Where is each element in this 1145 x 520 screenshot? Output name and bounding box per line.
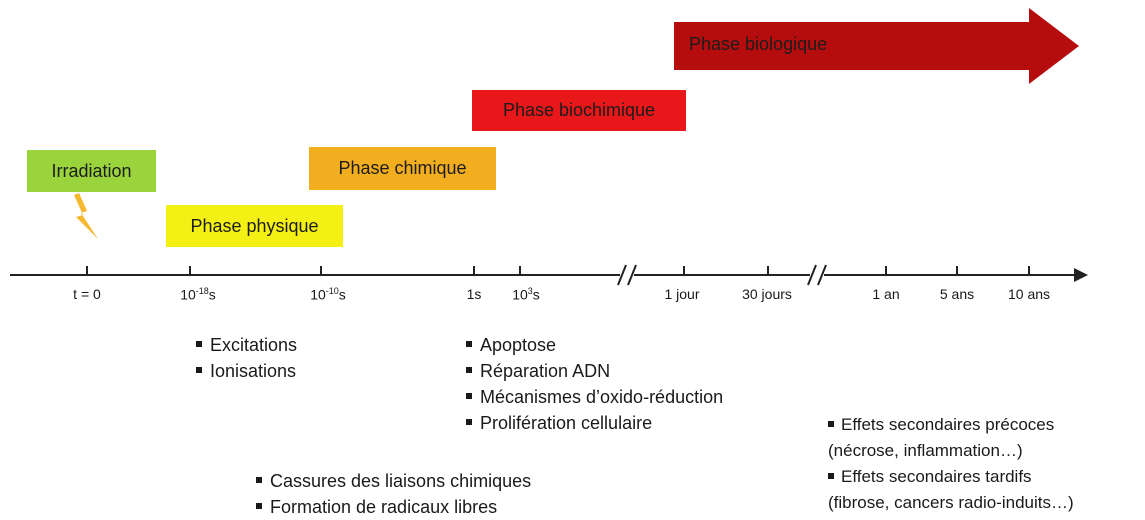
tick-label-10ans: 10 ans: [1007, 286, 1051, 302]
chimique-effects-list: Cassures des liaisons chimiques Formatio…: [256, 468, 531, 520]
axis-break-2: [807, 263, 827, 287]
effect-title: Effets secondaires précoces: [828, 412, 1074, 438]
biologique-effects-list: Effets secondaires précoces (nécrose, in…: [828, 412, 1074, 516]
phase-chimique-box: Phase chimique: [309, 147, 496, 190]
effect-detail: (fibrose, cancers radio-induits…): [828, 493, 1074, 512]
biochimique-effects-list: Apoptose Réparation ADN Mécanismes d’oxi…: [466, 332, 723, 436]
list-item: Mécanismes d’oxido-réduction: [466, 384, 723, 410]
phase-biochimique-label: Phase biochimique: [502, 100, 656, 120]
phase-biologique-arrow: [674, 8, 1079, 84]
list-item: Cassures des liaisons chimiques: [256, 468, 531, 494]
timeline-arrowhead: [1074, 268, 1088, 282]
effect-detail: (nécrose, inflammation…): [828, 441, 1023, 460]
tick-label-1jour: 1 jour: [664, 286, 700, 302]
tick-label-1e3s: 103s: [512, 286, 540, 303]
phase-biologique-label: Phase biologique: [689, 34, 828, 54]
tick-label-t0: t = 0: [73, 286, 101, 302]
phase-chimique-label: Phase chimique: [338, 158, 467, 178]
tick-label-5ans: 5 ans: [939, 286, 975, 302]
lightning-bolt-icon: [74, 193, 98, 239]
list-item: Prolifération cellulaire: [466, 410, 723, 436]
phase-physique-box: Phase physique: [166, 205, 343, 247]
timeline-ticks: [86, 266, 1030, 275]
phase-biochimique-box: Phase biochimique: [472, 90, 686, 131]
tick-label-1e-10s: 10-10s: [310, 286, 346, 303]
axis-break-1: [617, 263, 637, 287]
phase-irradiation-box: Irradiation: [27, 150, 156, 192]
tick-label-1e-18s: 10-18s: [180, 286, 216, 303]
effect-title: Effets secondaires tardifs: [828, 464, 1074, 490]
list-item: Formation de radicaux libres: [256, 494, 531, 520]
physique-effects-list: Excitations Ionisations: [196, 332, 297, 384]
timeline-axis: [10, 263, 1088, 287]
list-item: Apoptose: [466, 332, 723, 358]
list-item: Excitations: [196, 332, 297, 358]
phase-physique-label: Phase physique: [190, 215, 319, 236]
tick-label-1s: 1s: [466, 286, 482, 302]
phase-irradiation-label: Irradiation: [51, 160, 132, 181]
list-item: Ionisations: [196, 358, 297, 384]
tick-label-30jours: 30 jours: [742, 286, 792, 302]
tick-label-1an: 1 an: [872, 286, 900, 302]
list-item: Réparation ADN: [466, 358, 723, 384]
